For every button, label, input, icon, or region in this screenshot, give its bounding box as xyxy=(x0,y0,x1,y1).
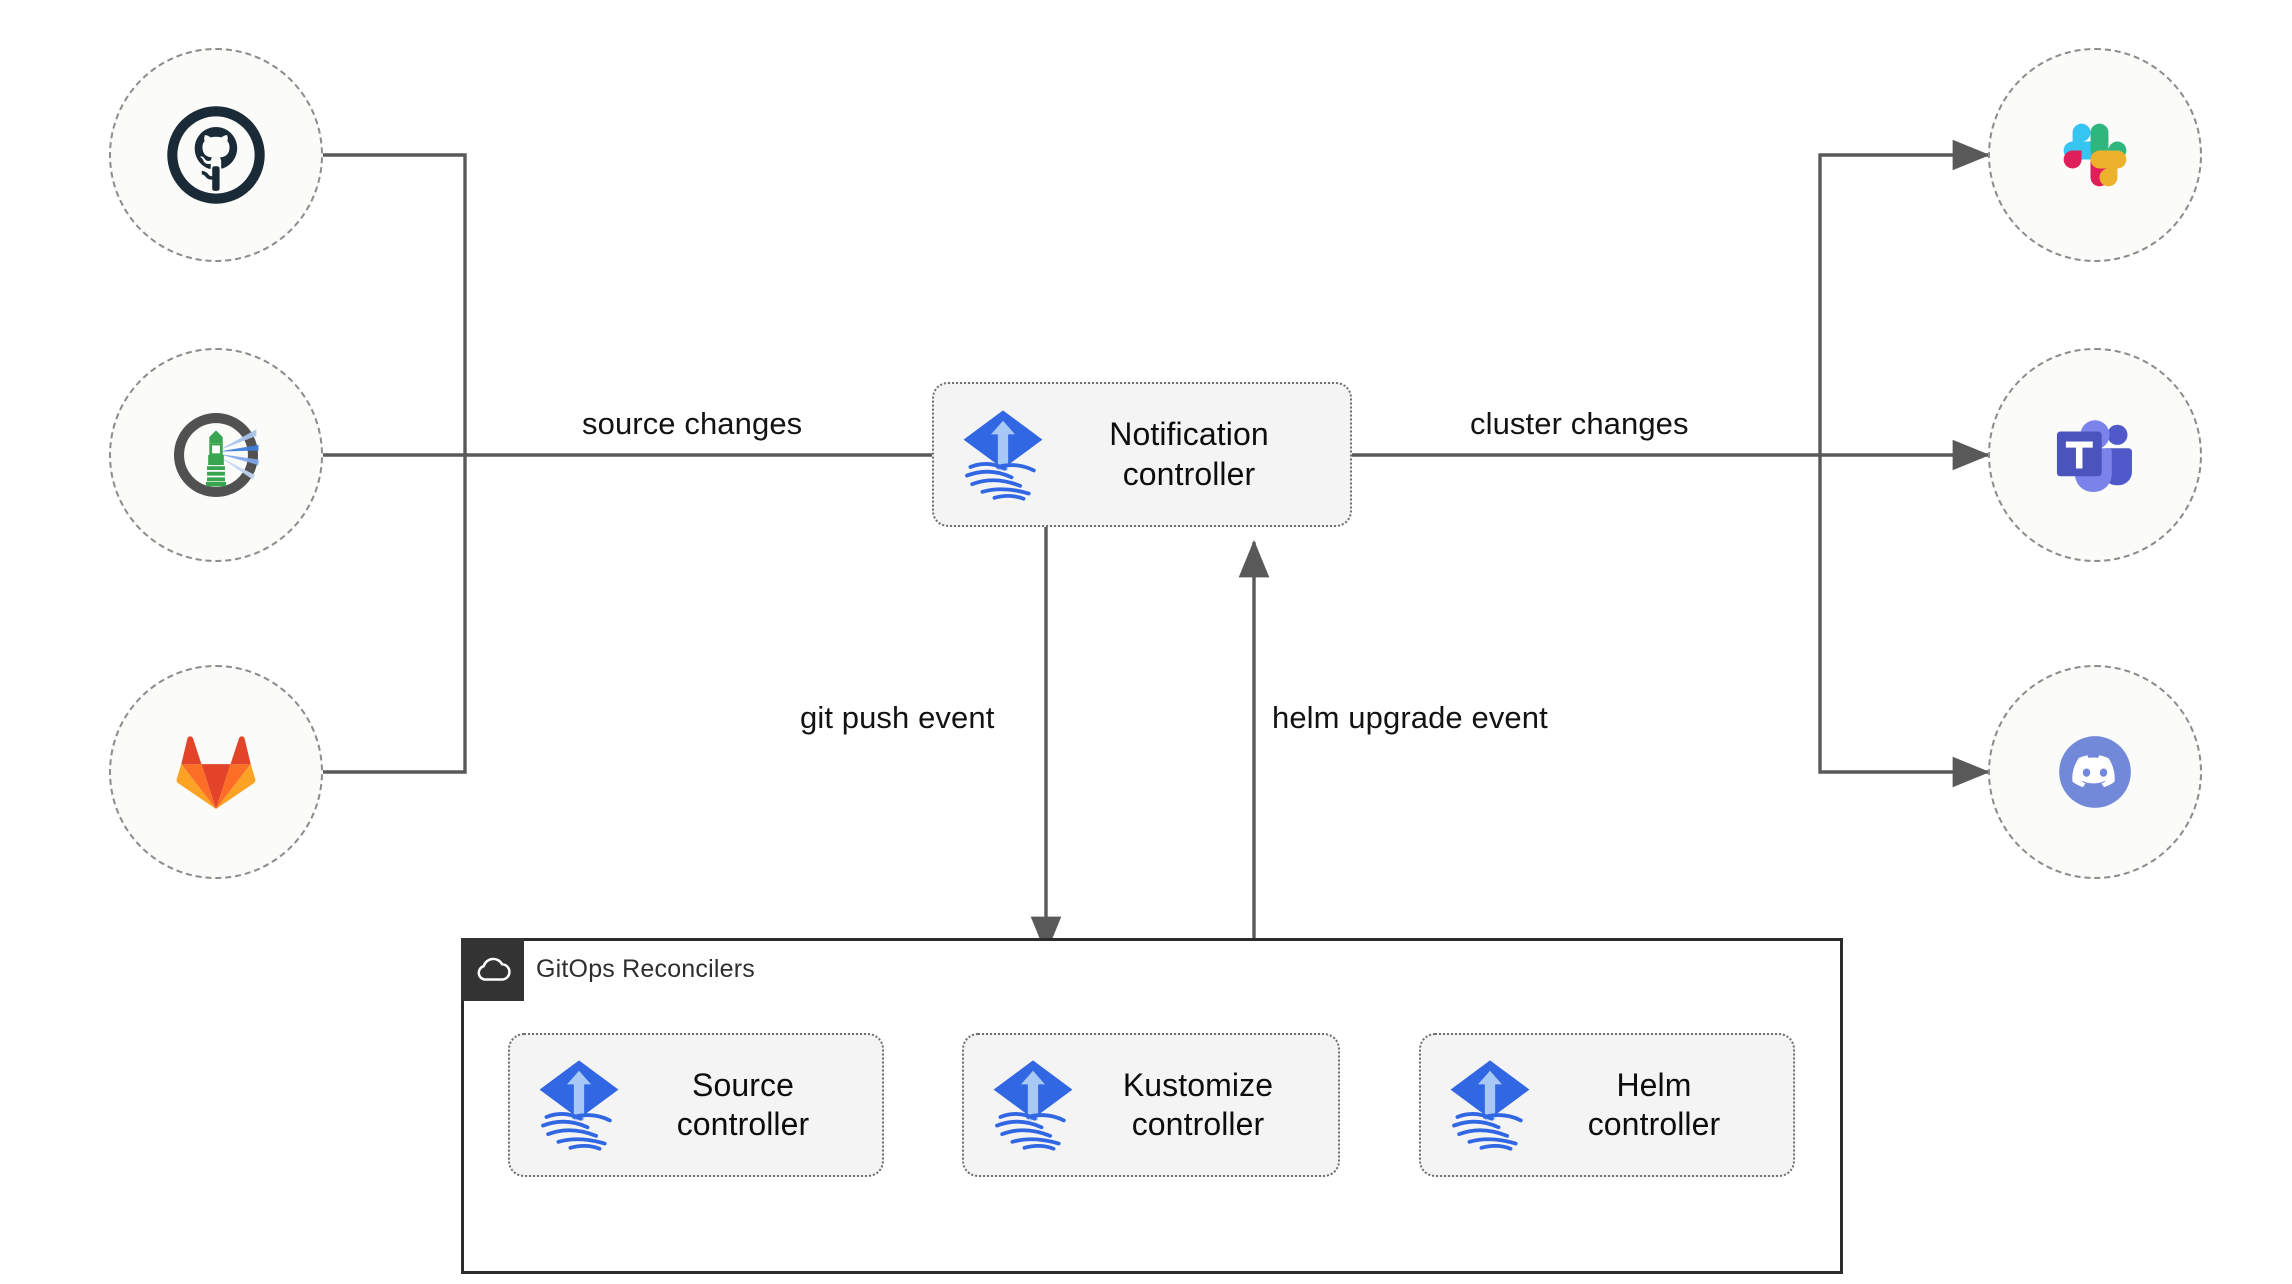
source-endpoint-github[interactable] xyxy=(109,48,323,262)
edge-label-cluster-changes: cluster changes xyxy=(1470,406,1689,441)
notification-controller-node[interactable]: Notification controller xyxy=(932,382,1352,527)
edge-label-git-push-event: git push event xyxy=(800,700,995,735)
gitlab-icon xyxy=(176,736,256,809)
flux-lighthouse-icon xyxy=(174,413,259,497)
kustomize-controller-label: Kustomize controller xyxy=(1122,1066,1274,1142)
slack-icon xyxy=(2063,123,2127,187)
wire-github-to-bus xyxy=(323,153,467,455)
edge-label-source-changes: source changes xyxy=(582,406,803,441)
edge-label-helm-upgrade-event: helm upgrade event xyxy=(1272,700,1548,735)
wire-bus-to-slack xyxy=(1818,139,1991,455)
flux-logo-icon xyxy=(963,409,1043,501)
flux-logo-icon xyxy=(539,1060,619,1151)
destination-endpoint-teams[interactable] xyxy=(1988,348,2202,562)
gitops-reconcilers-title: GitOps Reconcilers xyxy=(536,955,755,983)
destination-endpoint-discord[interactable] xyxy=(1988,665,2202,879)
flux-logo-icon xyxy=(1450,1060,1530,1151)
notification-controller-label: Notification controller xyxy=(1109,416,1269,492)
kustomize-controller-node[interactable]: Kustomize controller xyxy=(962,1033,1340,1177)
source-endpoint-flux[interactable] xyxy=(109,348,323,562)
flux-logo-icon xyxy=(993,1060,1073,1151)
github-icon xyxy=(167,106,265,204)
cloud-icon xyxy=(477,957,511,981)
discord-icon xyxy=(2059,736,2131,808)
source-controller-label: Source controller xyxy=(676,1066,810,1142)
wire-bus-to-discord xyxy=(1818,455,1991,788)
source-endpoint-gitlab[interactable] xyxy=(109,665,323,879)
cloud-badge xyxy=(461,938,524,1001)
helm-controller-label: Helm controller xyxy=(1587,1066,1721,1142)
destination-endpoint-slack[interactable] xyxy=(1988,48,2202,262)
source-controller-node[interactable]: Source controller xyxy=(508,1033,884,1177)
wire-gitlab-to-bus xyxy=(323,455,467,774)
helm-controller-node[interactable]: Helm controller xyxy=(1419,1033,1795,1177)
microsoft-teams-icon xyxy=(2056,420,2132,492)
